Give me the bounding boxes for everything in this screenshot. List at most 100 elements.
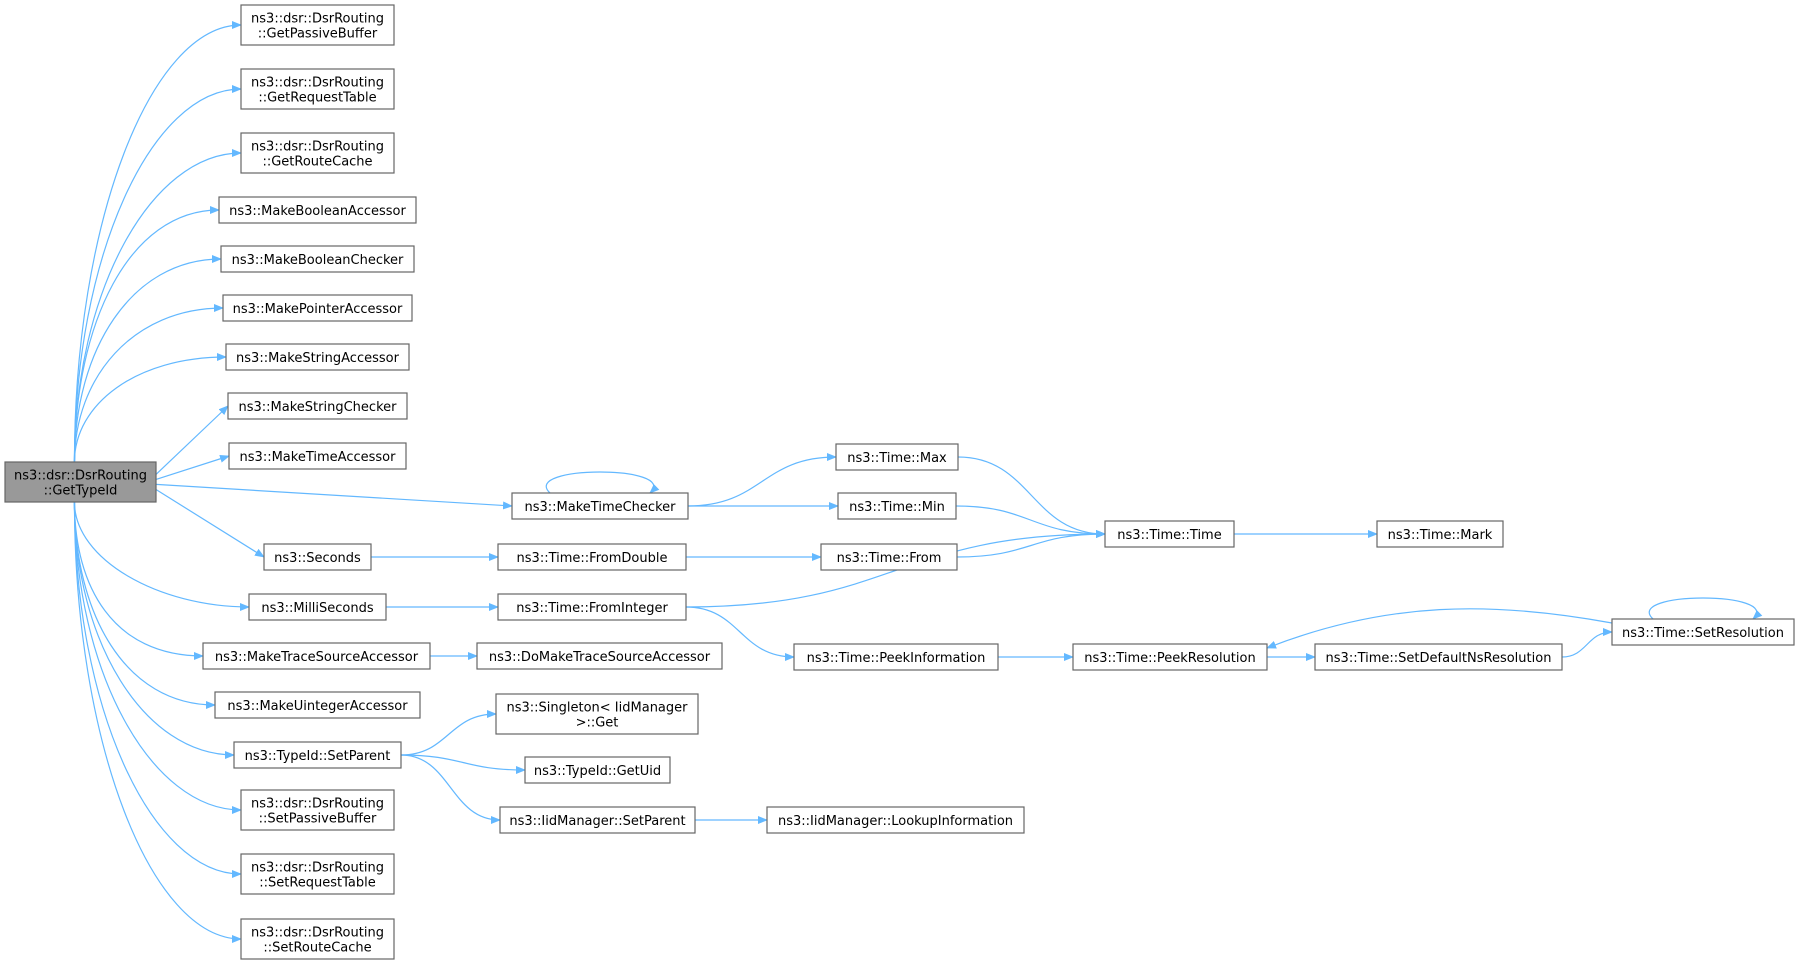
node-do-make-trace-source-accessor[interactable]: ns3::DoMakeTraceSourceAccessor [476, 642, 723, 670]
edge-make-time-checker-to-make-time-checker [545, 471, 660, 494]
node-box [497, 593, 687, 621]
node-box [4, 461, 157, 503]
node-time-peek-resolution[interactable]: ns3::Time::PeekResolution [1072, 643, 1268, 671]
node-make-pointer-accessor[interactable]: ns3::MakePointerAccessor [222, 294, 413, 322]
node-label: ns3::MakeStringAccessor [236, 351, 400, 366]
node-type-id-set-parent[interactable]: ns3::TypeId::SetParent [233, 741, 402, 769]
node-singleton-get[interactable]: ns3::Singleton< IidManager>::Get [495, 693, 699, 735]
node-set-request-table[interactable]: ns3::dsr::DsrRouting::SetRequestTable [240, 853, 395, 895]
node-label: ns3::IidManager::LookupInformation [778, 814, 1013, 829]
node-box [835, 443, 959, 471]
node-label: ::SetRequestTable [259, 876, 376, 891]
node-label: >::Get [576, 716, 619, 731]
node-type-id-get-uid[interactable]: ns3::TypeId::GetUid [524, 756, 671, 784]
node-time-from[interactable]: ns3::Time::From [820, 543, 958, 571]
node-time-mark[interactable]: ns3::Time::Mark [1376, 520, 1504, 548]
edge-get-type-id-to-set-route-cache [73, 501, 242, 943]
node-label: ns3::dsr::DsrRouting [251, 140, 384, 155]
node-make-time-accessor[interactable]: ns3::MakeTimeAccessor [228, 442, 407, 470]
node-time-from-integer[interactable]: ns3::Time::FromInteger [497, 593, 687, 621]
node-iid-manager-set-parent[interactable]: ns3::IidManager::SetParent [499, 806, 696, 834]
node-time-from-double[interactable]: ns3::Time::FromDouble [497, 543, 687, 571]
edge-get-type-id-to-make-time-accessor [155, 454, 230, 480]
node-get-type-id[interactable]: ns3::dsr::DsrRouting::GetTypeId [4, 461, 157, 503]
node-label: ::SetPassiveBuffer [259, 812, 377, 827]
node-make-boolean-accessor[interactable]: ns3::MakeBooleanAccessor [218, 196, 417, 224]
node-box [240, 132, 395, 174]
node-box [240, 4, 395, 46]
edge-make-time-checker-to-time-max [687, 453, 837, 507]
node-label: ns3::dsr::DsrRouting [14, 469, 147, 484]
node-box [497, 543, 687, 571]
node-time-min[interactable]: ns3::Time::Min [837, 492, 957, 520]
node-get-request-table[interactable]: ns3::dsr::DsrRouting::GetRequestTable [240, 68, 395, 110]
node-make-trace-source-accessor[interactable]: ns3::MakeTraceSourceAccessor [202, 642, 431, 670]
node-label: ns3::dsr::DsrRouting [251, 76, 384, 91]
node-get-passive-buffer[interactable]: ns3::dsr::DsrRouting::GetPassiveBuffer [240, 4, 395, 46]
node-box [1104, 520, 1235, 548]
edge-get-type-id-to-make-pointer-accessor [73, 304, 224, 463]
node-box [495, 693, 699, 735]
node-time-max[interactable]: ns3::Time::Max [835, 443, 959, 471]
edge-get-type-id-to-make-boolean-accessor [73, 206, 220, 463]
edge-get-type-id-to-get-passive-buffer [73, 21, 242, 463]
node-label: ns3::MakeTimeAccessor [240, 450, 397, 465]
edge-time-max-to-time-time [957, 456, 1106, 538]
node-make-uinteger-accessor[interactable]: ns3::MakeUintegerAccessor [214, 691, 421, 719]
edge-get-type-id-to-make-uinteger-accessor [73, 501, 216, 709]
node-make-boolean-checker[interactable]: ns3::MakeBooleanChecker [220, 245, 415, 273]
node-box [214, 691, 421, 719]
node-label: ns3::Time::SetDefaultNsResolution [1326, 651, 1552, 666]
node-label: ns3::Singleton< IidManager [506, 701, 688, 716]
node-box [248, 593, 387, 621]
node-label: ns3::Time::Min [849, 500, 945, 515]
node-label: ns3::dsr::DsrRouting [251, 926, 384, 941]
node-box [220, 245, 415, 273]
node-label: ::GetRouteCache [262, 155, 372, 170]
node-label: ns3::TypeId::GetUid [534, 764, 661, 779]
node-box [1376, 520, 1504, 548]
node-label: ns3::MakeStringChecker [239, 400, 398, 415]
node-box [227, 392, 408, 420]
edge-get-type-id-to-type-id-set-parent [73, 501, 235, 759]
node-box [837, 492, 957, 520]
node-box [228, 442, 407, 470]
node-seconds[interactable]: ns3::Seconds [263, 543, 372, 571]
edge-time-set-resolution-to-time-peek-resolution [1266, 608, 1613, 649]
node-set-passive-buffer[interactable]: ns3::dsr::DsrRouting::SetPassiveBuffer [240, 789, 395, 831]
node-time-set-default-ns-resolution[interactable]: ns3::Time::SetDefaultNsResolution [1314, 643, 1563, 671]
node-time-set-resolution[interactable]: ns3::Time::SetResolution [1611, 618, 1795, 646]
node-box [476, 642, 723, 670]
node-label: ns3::dsr::DsrRouting [251, 861, 384, 876]
node-label: ns3::Time::PeekInformation [807, 651, 986, 666]
edges-layer [73, 21, 1763, 943]
node-label: ns3::Time::Max [847, 451, 947, 466]
node-time-time[interactable]: ns3::Time::Time [1104, 520, 1235, 548]
edge-time-from-integer-to-time-peek-information [685, 606, 795, 661]
node-set-route-cache[interactable]: ns3::dsr::DsrRouting::SetRouteCache [240, 918, 395, 960]
node-box [511, 492, 689, 520]
node-box [1314, 643, 1563, 671]
node-make-string-checker[interactable]: ns3::MakeStringChecker [227, 392, 408, 420]
edge-get-type-id-to-get-route-cache [73, 149, 242, 463]
node-time-peek-information[interactable]: ns3::Time::PeekInformation [793, 643, 999, 671]
node-make-string-accessor[interactable]: ns3::MakeStringAccessor [225, 343, 410, 371]
edge-type-id-set-parent-to-iid-manager-set-parent [400, 754, 501, 824]
node-make-time-checker[interactable]: ns3::MakeTimeChecker [511, 492, 689, 520]
node-box [218, 196, 417, 224]
edge-type-id-set-parent-to-type-id-get-uid [400, 754, 526, 774]
node-label: ns3::MakeBooleanChecker [232, 253, 404, 268]
node-iid-manager-lookup-information[interactable]: ns3::IidManager::LookupInformation [766, 806, 1025, 834]
node-get-route-cache[interactable]: ns3::dsr::DsrRouting::GetRouteCache [240, 132, 395, 174]
node-box [240, 789, 395, 831]
node-milli-seconds[interactable]: ns3::MilliSeconds [248, 593, 387, 621]
node-label: ns3::Time::FromInteger [516, 601, 668, 616]
edge-get-type-id-to-set-request-table [73, 501, 242, 878]
edge-get-type-id-to-set-passive-buffer [73, 501, 242, 814]
node-label: ns3::MakeUintegerAccessor [227, 699, 408, 714]
node-label: ns3::DoMakeTraceSourceAccessor [489, 650, 711, 665]
node-label: ns3::MakeBooleanAccessor [229, 204, 406, 219]
node-label: ns3::MakeTraceSourceAccessor [215, 650, 419, 665]
node-box [793, 643, 999, 671]
